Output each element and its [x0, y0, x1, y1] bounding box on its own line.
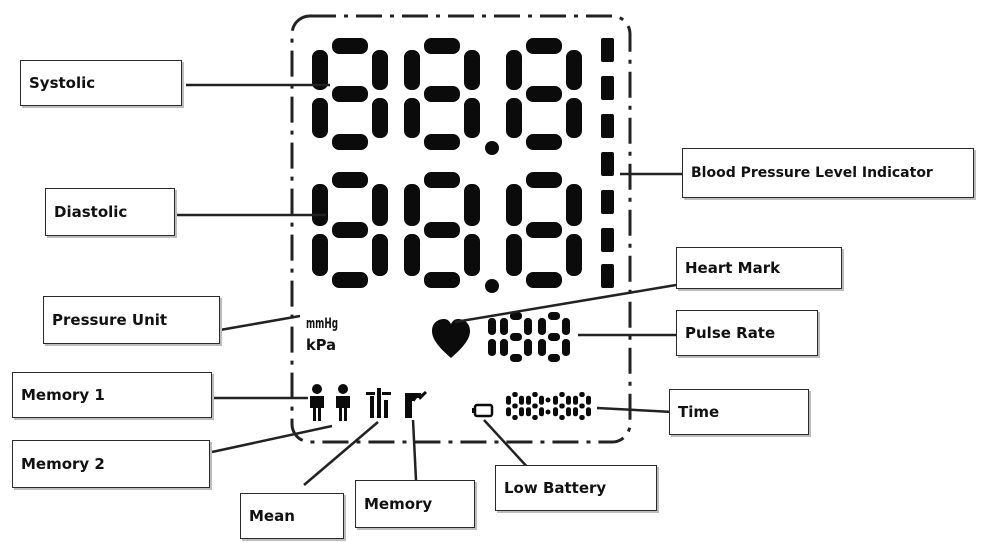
label-diastolic: Diastolic — [45, 188, 175, 236]
systolic-digit-2 — [404, 38, 480, 150]
label-low-battery: Low Battery — [495, 465, 657, 511]
diastolic-display — [312, 172, 582, 293]
systolic-digit-3 — [506, 38, 582, 150]
bp-level-indicator-bars — [601, 38, 614, 288]
time-colon — [545, 397, 551, 415]
pulse-digit-2 — [500, 312, 532, 362]
unit-kpa: kPa — [306, 336, 336, 354]
user-icon — [310, 384, 350, 421]
diastolic-digit-2 — [404, 172, 480, 288]
label-mean: Mean — [240, 493, 344, 539]
memory-icon — [405, 391, 427, 418]
time-display — [506, 392, 591, 420]
battery-icon — [472, 403, 494, 418]
systolic-decimal-point — [485, 141, 499, 155]
time-digit-3 — [553, 392, 571, 420]
unit-mmhg: mmHg — [306, 316, 338, 332]
systolic-digit-1 — [312, 38, 388, 150]
label-heart-mark: Heart Mark — [676, 247, 842, 289]
label-bp-level-indicator: Blood Pressure Level Indicator — [682, 148, 974, 198]
leader-lines — [175, 83, 682, 486]
pulse-digit-3 — [538, 312, 570, 362]
time-digit-4 — [573, 392, 591, 420]
label-pulse-rate: Pulse Rate — [676, 310, 818, 356]
label-time: Time — [669, 389, 809, 435]
pulse-rate-display — [488, 312, 570, 362]
leader-battery — [483, 419, 531, 471]
leader-time — [596, 406, 674, 414]
diastolic-digit-3 — [506, 172, 582, 288]
label-systolic: Systolic — [20, 60, 182, 106]
time-digit-2 — [526, 392, 544, 420]
leader-memory — [411, 419, 418, 481]
pulse-digit-1 — [488, 318, 496, 356]
systolic-display — [312, 38, 582, 155]
label-memory2: Memory 2 — [12, 440, 210, 488]
leader-memory2 — [211, 424, 333, 454]
diastolic-decimal-point — [485, 279, 499, 293]
leader-mean — [303, 421, 379, 486]
leader-pressure-unit — [219, 314, 301, 332]
leader-heart — [454, 283, 677, 324]
label-memory1: Memory 1 — [12, 372, 212, 418]
lcd-frame — [290, 14, 632, 444]
label-pressure-unit: Pressure Unit — [43, 296, 220, 344]
time-digit-1 — [506, 392, 524, 420]
heart-icon — [432, 319, 470, 358]
mean-icon — [366, 388, 391, 418]
diastolic-digit-1 — [312, 172, 388, 288]
label-memory: Memory — [355, 480, 475, 528]
